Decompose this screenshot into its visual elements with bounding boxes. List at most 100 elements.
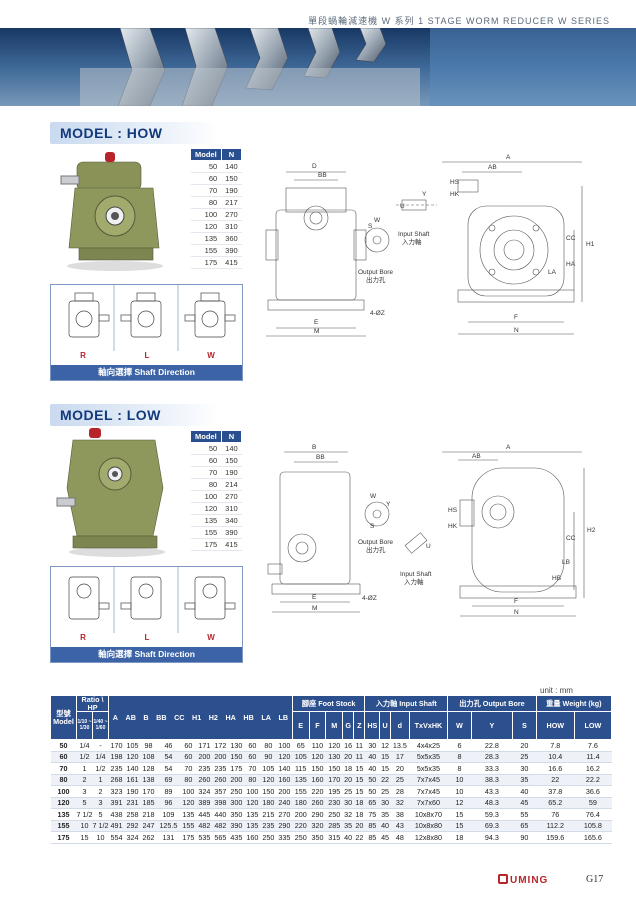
table-cell: 260 bbox=[212, 774, 229, 787]
table-cell: 250 bbox=[228, 785, 245, 798]
table-cell: 170 bbox=[108, 739, 125, 752]
table-cell: 80 bbox=[244, 774, 261, 787]
cell-model: 80 bbox=[190, 478, 222, 491]
th-hs: HS bbox=[364, 711, 381, 741]
table-cell: 10x8x70 bbox=[409, 808, 448, 821]
how-dim-d: D bbox=[312, 163, 317, 170]
table-cell: 120 bbox=[124, 751, 141, 764]
cell-model: 120 bbox=[190, 502, 222, 515]
table-cell: 258 bbox=[124, 808, 141, 821]
how-output-bore: Output Bore bbox=[358, 269, 393, 276]
table-cell: 138 bbox=[140, 774, 157, 787]
table-cell: 200 bbox=[228, 774, 245, 787]
table-cell: 10 bbox=[447, 774, 472, 787]
table-cell: 105 bbox=[124, 739, 141, 752]
table-cell: 554 bbox=[108, 831, 125, 844]
table-cell: 357 bbox=[212, 785, 229, 798]
table-cell: 54 bbox=[156, 762, 181, 775]
table-cell: 30 bbox=[379, 797, 391, 810]
table-cell: 16.2 bbox=[574, 762, 612, 775]
table-cell: 48 bbox=[390, 831, 410, 844]
low-dim-h2: H2 bbox=[587, 527, 596, 534]
table-cell: 85 bbox=[364, 831, 380, 844]
table-cell: 172 bbox=[212, 739, 229, 752]
cell-n: 190 bbox=[221, 184, 242, 197]
table-cell: 40 bbox=[364, 751, 380, 764]
th-hb: HB bbox=[243, 712, 254, 722]
low-shaft-y: Y bbox=[386, 501, 391, 508]
direction-l-label: L bbox=[144, 351, 150, 360]
th-m: M bbox=[325, 711, 344, 741]
table-cell: 15 bbox=[447, 820, 472, 833]
cell-model: 155 bbox=[190, 526, 222, 539]
table-cell: 90 bbox=[512, 831, 537, 844]
cell-model: 50 bbox=[190, 442, 222, 455]
how-dim-e: E bbox=[314, 319, 319, 326]
table-cell: 335 bbox=[276, 831, 293, 844]
table-cell: 10x8x80 bbox=[409, 820, 448, 833]
table-cell: 100 bbox=[276, 739, 293, 752]
table-cell: 98 bbox=[140, 739, 157, 752]
th-low: LOW bbox=[573, 711, 613, 741]
th-y: Y bbox=[470, 711, 514, 741]
th-ratio-hp: Ratio \ HP bbox=[76, 694, 109, 713]
table-cell: 120 bbox=[260, 774, 277, 787]
table-cell: 250 bbox=[260, 831, 277, 844]
banner-gear-image bbox=[0, 28, 636, 106]
cell-n: 140 bbox=[221, 442, 242, 455]
table-cell: 260 bbox=[309, 797, 326, 810]
table-cell: 324 bbox=[124, 831, 141, 844]
table-cell: 105 bbox=[260, 762, 277, 775]
how-dim-n: N bbox=[514, 327, 519, 334]
table-cell: 270 bbox=[276, 808, 293, 821]
table-cell: 135 bbox=[180, 808, 197, 821]
table-cell: 130 bbox=[228, 739, 245, 752]
table-cell: 165.6 bbox=[574, 831, 612, 844]
low-dim-e: E bbox=[312, 594, 317, 601]
how-dim-bb: BB bbox=[318, 172, 327, 179]
how-dim-a: A bbox=[506, 154, 511, 161]
table-cell: 125.5 bbox=[156, 820, 181, 833]
low-dim-m: M bbox=[312, 605, 317, 612]
table-cell: 80 bbox=[50, 774, 77, 787]
cell-n: 270 bbox=[221, 490, 242, 503]
table-cell: 76 bbox=[536, 808, 575, 821]
table-cell: 7.6 bbox=[574, 739, 612, 752]
table-cell: 160 bbox=[309, 774, 326, 787]
table-cell: 30 bbox=[512, 762, 537, 775]
table-cell: 175 bbox=[180, 831, 197, 844]
table-cell: 109 bbox=[156, 808, 181, 821]
table-cell: 435 bbox=[228, 831, 245, 844]
table-cell: 150 bbox=[309, 762, 326, 775]
table-cell: 15 bbox=[353, 762, 365, 775]
table-cell: 290 bbox=[276, 820, 293, 833]
table-cell: 1/4 bbox=[76, 739, 93, 752]
table-cell: 11 bbox=[353, 751, 365, 764]
table-cell: 22 bbox=[379, 774, 391, 787]
table-cell: 25 bbox=[390, 774, 410, 787]
table-cell: 240 bbox=[276, 797, 293, 810]
th-e: E bbox=[291, 711, 310, 741]
table-cell: 36.6 bbox=[574, 785, 612, 798]
table-cell: 159.6 bbox=[536, 831, 575, 844]
section-how-title: MODEL : HOW bbox=[60, 125, 163, 141]
table-cell: 105.8 bbox=[574, 820, 612, 833]
low-input-shaft: Input Shaft bbox=[400, 571, 432, 578]
low-dim-b: B bbox=[312, 444, 316, 451]
low-reducer-photo bbox=[56, 428, 165, 557]
table-cell: 20 bbox=[390, 762, 410, 775]
table-cell: 220 bbox=[292, 820, 310, 833]
table-cell: 175 bbox=[50, 831, 77, 844]
low-direction-drawings bbox=[68, 567, 236, 633]
table-cell: 12 bbox=[379, 739, 391, 752]
table-cell: 35 bbox=[379, 808, 391, 821]
col-n: N bbox=[220, 430, 243, 443]
